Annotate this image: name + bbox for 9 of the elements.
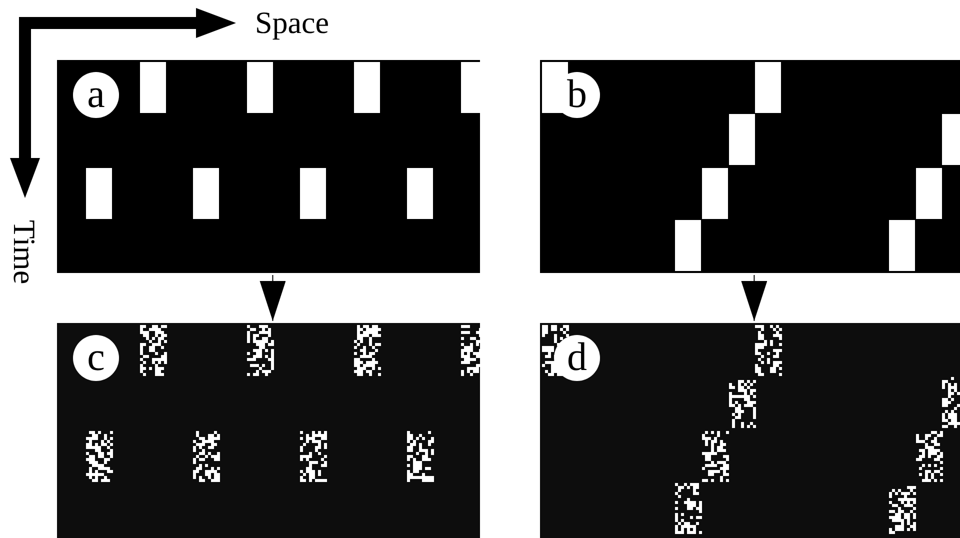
- panel-letter: a: [73, 72, 119, 118]
- axis-label: Time: [7, 220, 42, 284]
- panel-letter: c: [73, 335, 119, 381]
- image-panel: [57, 323, 480, 538]
- axis-label: Space: [255, 6, 330, 40]
- image-panel: [57, 60, 480, 273]
- arrow: [741, 274, 768, 322]
- panel-letter: d: [554, 335, 600, 381]
- arrow: [260, 274, 286, 322]
